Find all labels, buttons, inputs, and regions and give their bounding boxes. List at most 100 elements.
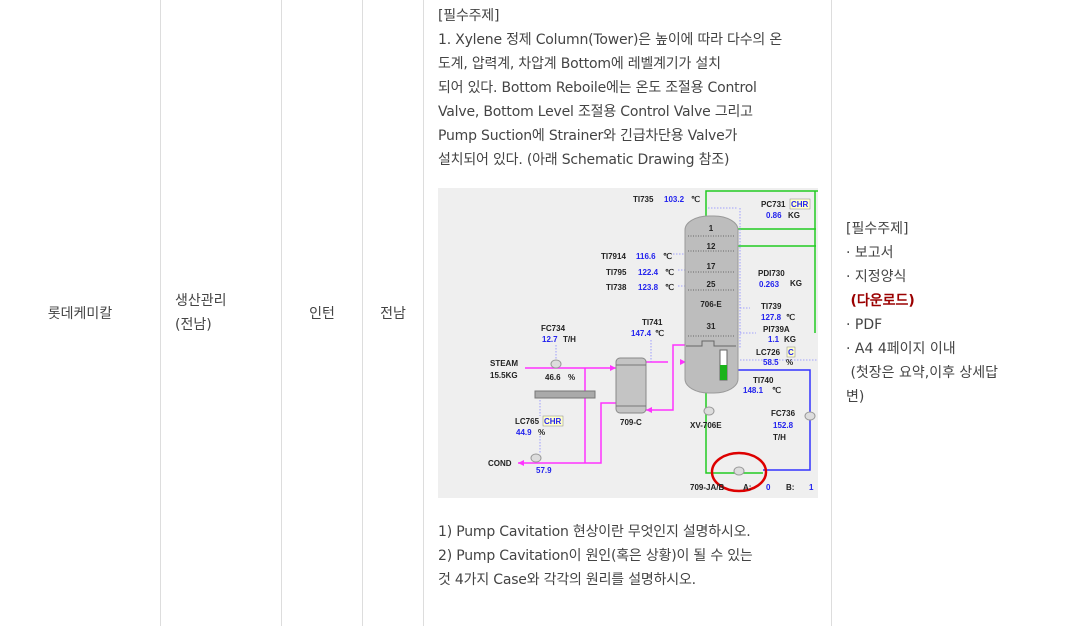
diagram-label: 706-E (700, 300, 722, 309)
job-location: (전남) (175, 317, 212, 333)
valve-icon (703, 406, 715, 416)
diagram-label: ℃ (655, 329, 664, 338)
question-line: 것 4가지 Case와 각각의 원리를 설명하시오. (438, 572, 696, 588)
job-cell: 생산관리 (전남) (160, 0, 282, 626)
diagram-label: LC726 (756, 348, 781, 357)
flow-arrow (518, 460, 524, 466)
label-box (542, 415, 564, 427)
diagram-label: 46.6 (545, 373, 561, 382)
intro-line: Pump Suction에 Strainer와 긴급차단용 Valve가 (438, 128, 738, 144)
question-line: 2) Pump Cavitation이 원인(혹은 상황)이 될 수 있는 (438, 548, 753, 564)
valve-icon (733, 466, 745, 476)
diagram-label: 0 (766, 483, 771, 492)
diagram-label: 12.7 (542, 335, 558, 344)
diagram-label: 127.8 (761, 313, 782, 322)
diagram-label: 15.5KG (490, 371, 518, 380)
diagram-label: 17 (707, 262, 716, 271)
diagram-label: PDI730 (758, 269, 785, 278)
diagram-label: 103.2 (664, 195, 685, 204)
topic-intro: [필수주제] 1. Xylene 정제 Column(Tower)은 높이에 따… (438, 4, 831, 172)
intro-line: 1. Xylene 정제 Column(Tower)은 높이에 따라 다수의 온 (438, 32, 783, 48)
green-pipe (705, 393, 763, 474)
diagram-label: T/H (773, 433, 786, 442)
diagram-label: 1 (709, 224, 714, 233)
diagram-label: B: (786, 483, 794, 492)
diagram-label: LC765 (515, 417, 540, 426)
diagram-label: 116.6 (636, 252, 656, 261)
diagram-label: TI741 (642, 318, 663, 327)
chimney-tray (686, 340, 736, 347)
intro-line: 되어 있다. Bottom Reboile에는 온도 조절용 Control (438, 80, 757, 96)
diagram-label: C (788, 348, 794, 357)
topic-cell: [필수주제] 1. Xylene 정제 Column(Tower)은 높이에 따… (423, 0, 832, 626)
diagram-label: FC736 (771, 409, 796, 418)
level-fill (720, 365, 727, 380)
type-cell: 인턴 (281, 0, 363, 626)
diagram-label: TI738 (606, 283, 627, 292)
diagram-label: TI7914 (601, 252, 626, 261)
diagram-label: 709-JA/B (690, 483, 724, 492)
submission-item: · 보고서 (846, 245, 894, 261)
diagram-label: FC734 (541, 324, 566, 333)
diagram-label: CHR (791, 200, 809, 209)
diagram-label: ℃ (665, 283, 674, 292)
diagram-label: ℃ (663, 252, 672, 261)
diagram-label: 1.1 (768, 335, 780, 344)
diagram-label: ℃ (772, 386, 781, 395)
valve-icon (804, 411, 816, 421)
flow-arrow (680, 359, 686, 365)
diagram-label: KG (788, 211, 800, 220)
diagram-label: % (538, 428, 545, 437)
region-cell: 전남 (362, 0, 424, 626)
diagram-label: COND (488, 459, 512, 468)
diagram-label: 31 (707, 322, 716, 331)
diagram-label: 709-C (620, 418, 642, 427)
company-cell: 롯데케미칼 (0, 0, 161, 626)
submission-note: 변) (846, 389, 865, 405)
condensate-pot (534, 390, 596, 399)
diagram-label: 0.86 (766, 211, 782, 220)
diagram-label: 123.8 (638, 283, 659, 292)
diagram-label: TI735 (633, 195, 654, 204)
diagram-label: A: (743, 483, 751, 492)
diagram-label: 148.1 (743, 386, 764, 395)
download-link[interactable]: (다운로드) (850, 293, 915, 309)
valve-icon (550, 359, 562, 369)
diagram-label: KG (790, 279, 802, 288)
diagram-label: TI739 (761, 302, 782, 311)
diagram-label: PC731 (761, 200, 786, 209)
submission-heading: [필수주제] (846, 221, 909, 237)
diagram-label: T/H (563, 335, 576, 344)
diagram-label: 152.8 (773, 421, 794, 430)
diagram-label: 1 (809, 483, 814, 492)
diagram-label: 147.4 (631, 329, 652, 338)
diagram-label: TI795 (606, 268, 627, 277)
diagram-label: % (786, 358, 793, 367)
submission-note: (첫장은 요약,이후 상세답 (846, 365, 999, 381)
diagram-label: PI739A (763, 325, 790, 334)
diagram-label: ℃ (786, 313, 795, 322)
intro-line: 도계, 압력계, 차압계 Bottom에 레벨계기가 설치 (438, 56, 721, 72)
diagram-label: 0.263 (759, 280, 780, 289)
diagram-label: 57.9 (536, 466, 552, 475)
flow-arrow (610, 365, 616, 371)
reboiler-709c (615, 357, 647, 414)
steam-pipe (646, 344, 686, 411)
submission-item: · A4 4페이지 이내 (846, 341, 956, 357)
diagram-label: ℃ (691, 195, 700, 204)
diagram-label: % (568, 373, 575, 382)
diagram-label: TI740 (753, 376, 774, 385)
topic-heading: [필수주제] (438, 8, 500, 24)
label-box (786, 346, 796, 358)
diagram-label: XV-706E (690, 421, 722, 430)
diagram-label: 58.5 (763, 358, 779, 367)
green-pipe (705, 190, 818, 216)
submission-item: · 지정양식 (846, 269, 907, 285)
diagram-label: 44.9 (516, 428, 532, 437)
valve-icon (530, 453, 542, 463)
diagram-label: KG (784, 335, 796, 344)
label-box (789, 198, 811, 210)
